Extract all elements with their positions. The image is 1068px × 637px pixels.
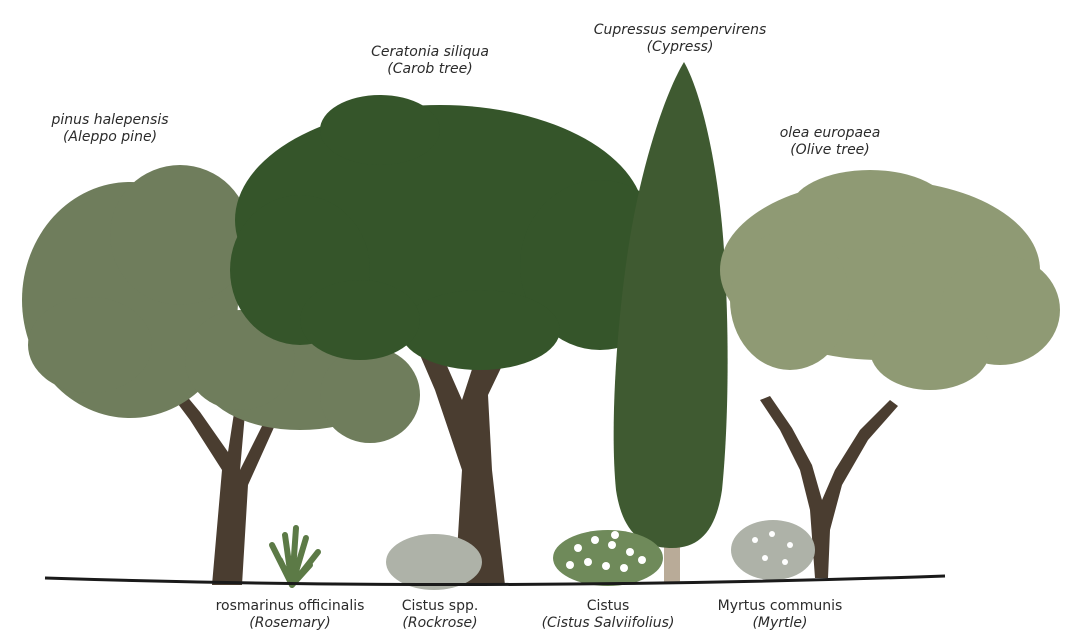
label-carob-scientific: Ceratonia siliqua	[350, 44, 510, 61]
label-carob-tree: Ceratonia siliqua (Carob tree)	[350, 44, 510, 78]
label-myrtle-scientific: Myrtus communis	[705, 598, 855, 615]
label-rosemary-common: (Rosemary)	[200, 615, 380, 632]
myrtle-shrub	[731, 520, 815, 580]
label-cypress-scientific: Cupressus sempervirens	[580, 22, 780, 39]
label-rockrose: Cistus spp. (Rockrose)	[380, 598, 500, 632]
label-aleppo-pine-common: (Aleppo pine)	[30, 129, 190, 146]
label-rosemary: rosmarinus officinalis (Rosemary)	[200, 598, 380, 632]
label-olive-tree: olea europaea (Olive tree)	[750, 125, 910, 159]
label-rockrose-scientific: Cistus spp.	[380, 598, 500, 615]
olive-tree	[720, 170, 1060, 578]
label-cistus: Cistus (Cistus Salviifolius)	[528, 598, 688, 632]
label-cistus-common: (Cistus Salviifolius)	[528, 615, 688, 632]
label-aleppo-pine-scientific: pinus halepensis	[30, 112, 190, 129]
label-cistus-scientific: Cistus	[528, 598, 688, 615]
label-olive-scientific: olea europaea	[750, 125, 910, 142]
label-cypress: Cupressus sempervirens (Cypress)	[580, 22, 780, 56]
label-rosemary-scientific: rosmarinus officinalis	[200, 598, 380, 615]
label-myrtle-common: (Myrtle)	[705, 615, 855, 632]
rosemary-shrub	[272, 528, 318, 585]
cypress-tree	[614, 62, 728, 583]
carob-tree	[230, 95, 680, 585]
cistus-shrub	[553, 530, 663, 586]
label-cypress-common: (Cypress)	[580, 39, 780, 56]
olive-canopy	[720, 170, 1060, 390]
rockrose-shrub	[386, 534, 482, 590]
cypress-canopy	[614, 62, 728, 548]
carob-canopy	[230, 95, 680, 370]
label-rockrose-common: (Rockrose)	[380, 615, 500, 632]
label-carob-common: (Carob tree)	[350, 61, 510, 78]
label-aleppo-pine: pinus halepensis (Aleppo pine)	[30, 112, 190, 146]
label-myrtle: Myrtus communis (Myrtle)	[705, 598, 855, 632]
label-olive-common: (Olive tree)	[750, 142, 910, 159]
